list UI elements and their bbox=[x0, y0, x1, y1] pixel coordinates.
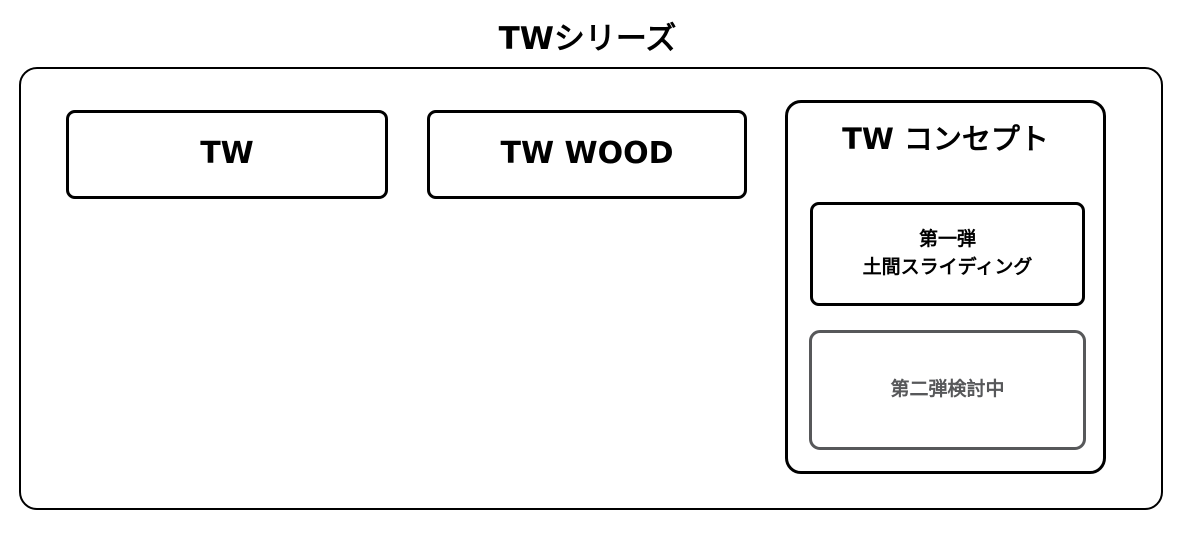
concept-item-first-release-line1: 第一弾 bbox=[918, 228, 976, 251]
product-box-tw[interactable]: TW bbox=[66, 110, 388, 199]
concept-item-second-release-label: 第二弾検討中 bbox=[890, 376, 1004, 404]
product-box-tw-wood[interactable]: TW WOOD bbox=[427, 110, 747, 199]
concept-item-first-release-line2: 土間スライディング bbox=[862, 256, 1033, 278]
concept-panel-title: TW コンセプト bbox=[842, 122, 1049, 156]
product-box-tw-wood-label: TW WOOD bbox=[500, 136, 674, 172]
concept-item-first-release[interactable]: 第一弾 土間スライディング bbox=[810, 202, 1085, 306]
concept-panel: TW コンセプト 第一弾 土間スライディング 第二弾検討中 bbox=[785, 100, 1106, 474]
concept-item-first-release-label: 第一弾 土間スライディング bbox=[863, 226, 1033, 281]
concept-item-second-release[interactable]: 第二弾検討中 bbox=[809, 330, 1086, 450]
page-title: TWシリーズ bbox=[498, 21, 677, 57]
product-box-tw-label: TW bbox=[200, 136, 254, 172]
concept-item-second-release-line1: 第二弾検討中 bbox=[890, 378, 1005, 401]
series-container: TW TW WOOD TW コンセプト 第一弾 土間スライディング 第二弾検討中 bbox=[19, 67, 1163, 510]
